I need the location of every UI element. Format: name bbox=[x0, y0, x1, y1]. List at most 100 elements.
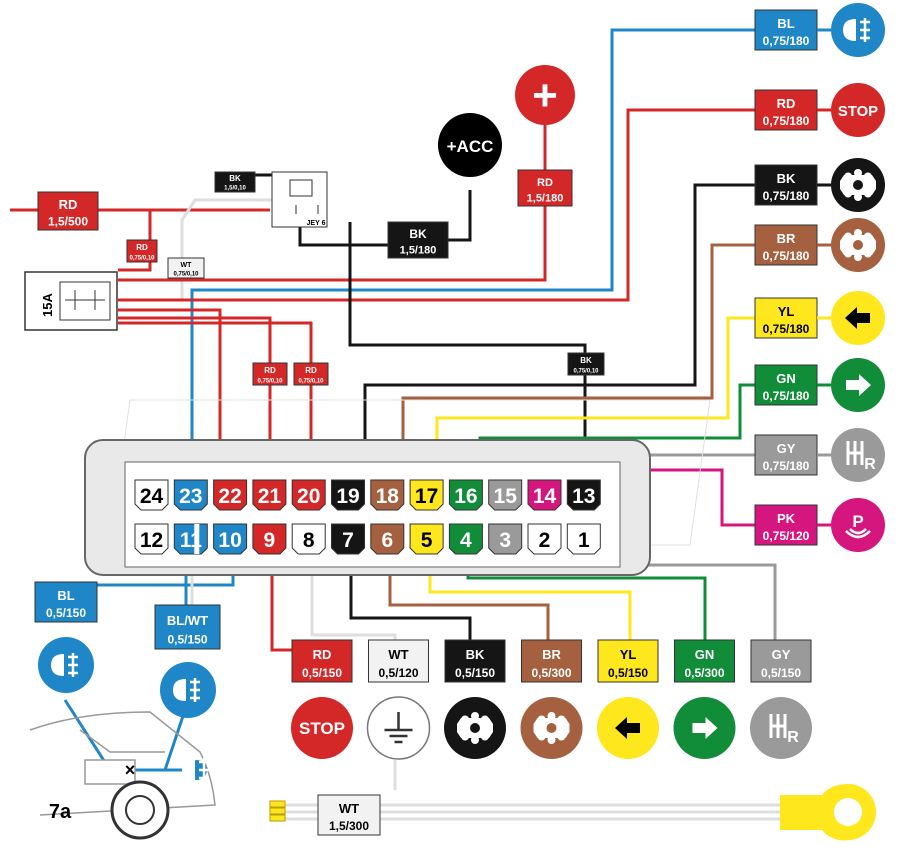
mid-rd-label-1: RD0,75/0,10 bbox=[293, 362, 329, 386]
pin-number: 14 bbox=[533, 485, 557, 508]
top-wire-br-spec: 0,75/180 bbox=[763, 249, 810, 263]
pin-19: 19 bbox=[331, 479, 365, 511]
relay-wt-label-color: WT bbox=[181, 262, 193, 269]
reverse-gear-icon: R bbox=[750, 697, 812, 759]
pin-number: 10 bbox=[218, 529, 241, 552]
pin-number: 4 bbox=[460, 529, 472, 552]
stop-icon: STOP bbox=[291, 697, 353, 759]
bottom-wire-wt-spec: 0,5/120 bbox=[378, 666, 418, 680]
rd-plus-label-spec: 1,5/180 bbox=[527, 193, 564, 205]
ground-cable-label-color: WT bbox=[339, 801, 359, 816]
left-arrow-icon bbox=[597, 697, 659, 759]
pin-11: 11 bbox=[173, 523, 208, 555]
pin-9: 9 bbox=[252, 523, 287, 555]
pin-number: 11 bbox=[180, 529, 203, 552]
top-wire-pk-color: PK bbox=[777, 511, 796, 526]
pin-number: 24 bbox=[140, 485, 164, 508]
ring-terminal-icon bbox=[780, 784, 876, 841]
connector-icon bbox=[444, 697, 506, 759]
bottom-wire-gy: GY0,5/150 bbox=[750, 639, 812, 683]
bottom-wire-gn-spec: 0,5/300 bbox=[684, 666, 724, 680]
top-wire-bl: BL0,75/180 bbox=[754, 9, 818, 51]
relay-rd-label-color: RD bbox=[136, 243, 148, 252]
rear-fog-lamp-icon bbox=[831, 3, 885, 57]
left-blwt-label-color: BL/WT bbox=[167, 613, 208, 628]
bottom-wire-rd-spec: 0,5/150 bbox=[302, 666, 342, 680]
pin-10: 10 bbox=[213, 523, 248, 555]
bottom-wire-wt: WT 0,5/120 bbox=[368, 639, 429, 683]
fuse-15a: 15A bbox=[24, 271, 118, 331]
top-wire-gy: GY0,75/180 bbox=[754, 434, 818, 476]
top-wire-bk: BK 0,75/180 bbox=[754, 164, 818, 206]
relay-bk-label: BK 1,5/0,10 bbox=[214, 171, 256, 193]
top-wire-bk-color: BK bbox=[777, 171, 796, 186]
stop-text: STOP bbox=[299, 719, 345, 738]
pin-number: 9 bbox=[264, 529, 276, 552]
rear-fog-lamp-icon bbox=[160, 662, 216, 718]
pin-13: 13 bbox=[566, 479, 601, 511]
pin-21: 21 bbox=[252, 479, 287, 511]
left-blwt-label: BL/WT0,5/150 bbox=[154, 604, 221, 650]
ground-cable-label: WT 1,5/300 bbox=[317, 794, 381, 836]
pin-24: 24 bbox=[134, 479, 169, 511]
bottom-wire-bk: BK 0,5/150 bbox=[444, 639, 506, 683]
relay-bk-label-spec: 1,5/0,10 bbox=[224, 186, 246, 192]
stop-icon: STOP bbox=[831, 83, 885, 137]
left-bl-label-spec: 0,5/150 bbox=[46, 606, 86, 620]
top-wire-pk-spec: 0,75/120 bbox=[763, 529, 810, 543]
ground-cable-label-spec: 1,5/300 bbox=[329, 819, 369, 833]
car-box bbox=[84, 759, 136, 785]
bottom-wire-wt-color: WT bbox=[388, 647, 408, 662]
relay-wt-label: WT 0,75/0,10 bbox=[167, 257, 205, 279]
pin-number: 12 bbox=[140, 529, 163, 552]
car-label: 7a bbox=[49, 801, 72, 823]
top-wire-yl-spec: 0,75/180 bbox=[763, 322, 810, 336]
left-bl-label-color: BL bbox=[57, 588, 74, 603]
connector-icon bbox=[520, 697, 583, 759]
bk-small-label-color: BK bbox=[580, 356, 592, 365]
pin-number: 2 bbox=[539, 529, 551, 552]
top-wire-yl: YL 0,75/180 bbox=[754, 297, 818, 339]
bottom-wire-gn-color: GN bbox=[695, 647, 715, 662]
acc-icon bbox=[438, 113, 502, 177]
pin-number: 23 bbox=[179, 485, 202, 508]
bottom-wire-gy-color: GY bbox=[772, 647, 791, 662]
pin-number: 22 bbox=[218, 485, 241, 508]
top-wire-yl-color: YL bbox=[778, 304, 795, 319]
top-wire-br: BR 0,75/180 bbox=[754, 224, 818, 266]
relay-bk-label-color: BK bbox=[229, 174, 241, 183]
pin-4: 4 bbox=[448, 523, 483, 555]
relay-label: JEY 6 bbox=[307, 220, 326, 227]
cross-mark: × bbox=[125, 760, 136, 780]
relay-rd-label-spec: 0,75/0,10 bbox=[129, 255, 155, 261]
pin-3: 3 bbox=[488, 523, 523, 555]
bottom-wire-bk-spec: 0,5/150 bbox=[455, 666, 495, 680]
bottom-wire-yl: YL0,5/150 bbox=[597, 639, 659, 683]
pin-8: 8 bbox=[291, 523, 326, 555]
top-wire-br-color: BR bbox=[777, 231, 796, 246]
pin-number: 8 bbox=[303, 529, 315, 552]
pin-number: 17 bbox=[415, 485, 438, 508]
pin-23: 23 bbox=[173, 479, 208, 511]
pin-7: 7 bbox=[331, 523, 365, 555]
pin-number: 19 bbox=[336, 485, 359, 508]
top-wire-bk-spec: 0,75/180 bbox=[763, 189, 810, 203]
pin-15: 15 bbox=[488, 479, 523, 511]
relay-jey6: JEY 6 bbox=[271, 171, 328, 228]
pin-number: 13 bbox=[572, 485, 595, 508]
connector-icon bbox=[831, 158, 885, 212]
bottom-wire-br-color: BR bbox=[542, 647, 561, 662]
bottom-wire-yl-spec: 0,5/150 bbox=[608, 666, 648, 680]
bottom-wire-bk-color: BK bbox=[466, 647, 485, 662]
bk-small-label: BK0,75/0,10 bbox=[567, 352, 605, 376]
rd-main-label-spec: 1,5/500 bbox=[48, 214, 88, 228]
pin-18: 18 bbox=[370, 479, 405, 511]
acc-label: +ACC bbox=[447, 137, 494, 156]
mid-rd-label-1-spec: 0,75/0,10 bbox=[298, 378, 324, 384]
top-wire-bl-spec: 0,75/180 bbox=[763, 34, 810, 48]
stop-text: STOP bbox=[838, 104, 878, 120]
relay-wt-label-spec: 0,75/0,10 bbox=[173, 272, 199, 278]
